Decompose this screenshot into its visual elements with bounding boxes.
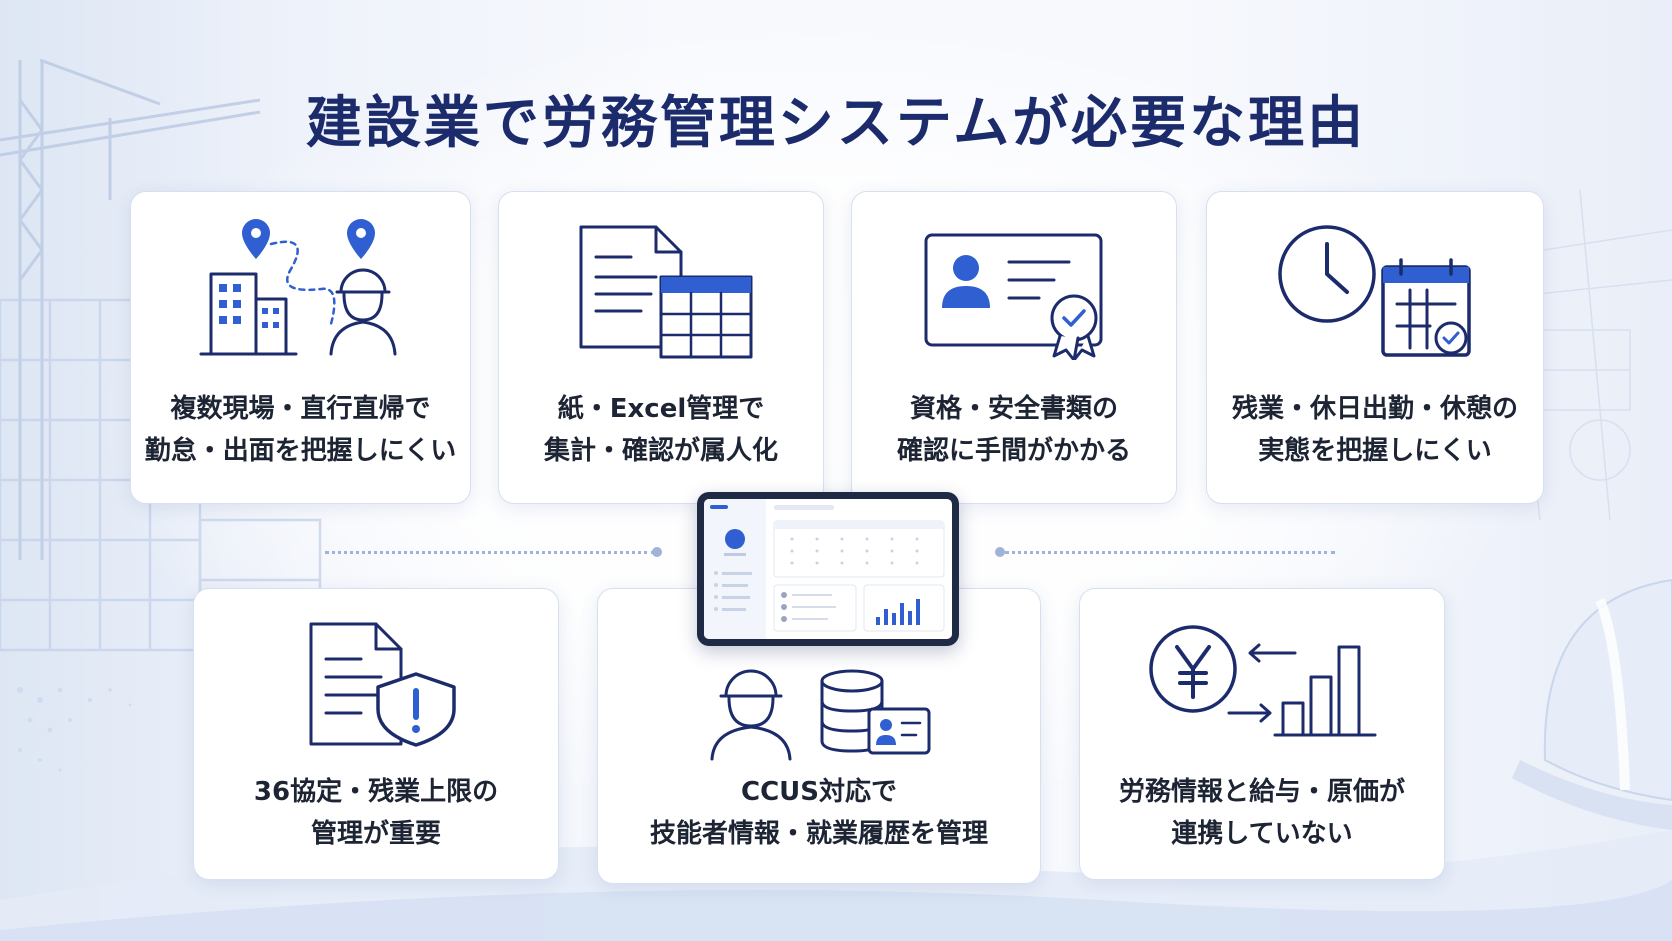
connector-dot-left — [652, 547, 662, 557]
clock-calendar-icon — [1207, 222, 1543, 362]
worker-database-idcard-icon — [598, 661, 1040, 761]
card-line-1: 紙・Excel管理で — [557, 394, 765, 424]
connector-dot-right — [995, 547, 1005, 557]
card-line-2: 連携していない — [1171, 819, 1353, 849]
card-line-2: 管理が重要 — [310, 819, 441, 849]
card-qualification: 資格・安全書類の 確認に手間がかかる — [851, 191, 1177, 504]
card-line-2: 技能者情報・就業履歴を管理 — [649, 819, 988, 849]
tablet-dashboard-illustration — [697, 492, 959, 646]
card-paper-excel: 紙・Excel管理で 集計・確認が属人化 — [498, 191, 824, 504]
card-line-2: 確認に手間がかかる — [896, 436, 1131, 466]
card-line-1: 労務情報と給与・原価が — [1118, 777, 1405, 807]
card-multi-site: 複数現場・直行直帰で 勤怠・出面を把握しにくい — [130, 191, 471, 504]
document-shield-warning-icon — [194, 619, 558, 749]
card-line-2: 集計・確認が属人化 — [543, 436, 778, 466]
connector-line-left — [325, 551, 655, 554]
card-ccus: CCUS対応で 技能者情報・就業履歴を管理 — [597, 588, 1041, 884]
connector-line-right — [1005, 551, 1335, 554]
card-line-1: 資格・安全書類の — [909, 394, 1118, 424]
id-card-certificate-icon — [852, 230, 1176, 360]
card-overtime: 残業・休日出勤・休憩の 実態を把握しにくい — [1206, 191, 1544, 504]
card-line-1: 36協定・残業上限の — [253, 777, 499, 807]
card-line-1: 残業・休日出勤・休憩の — [1231, 394, 1518, 424]
document-spreadsheet-icon — [499, 222, 823, 362]
card-line-1: 複数現場・直行直帰で — [170, 394, 431, 424]
card-line-2: 勤怠・出面を把握しにくい — [144, 436, 457, 466]
page-title: 建設業で労務管理システムが必要な理由 — [305, 90, 1367, 156]
buildings-worker-location-icon — [131, 214, 470, 364]
card-agreement36: 36協定・残業上限の 管理が重要 — [193, 588, 559, 880]
card-line-1: CCUS対応で — [740, 777, 897, 807]
card-line-2: 実態を把握しにくい — [1258, 436, 1492, 466]
helmet-decoration-icon — [1512, 578, 1672, 830]
yen-bar-chart-icon — [1080, 623, 1444, 743]
card-payroll: 労務情報と給与・原価が 連携していない — [1079, 588, 1445, 880]
